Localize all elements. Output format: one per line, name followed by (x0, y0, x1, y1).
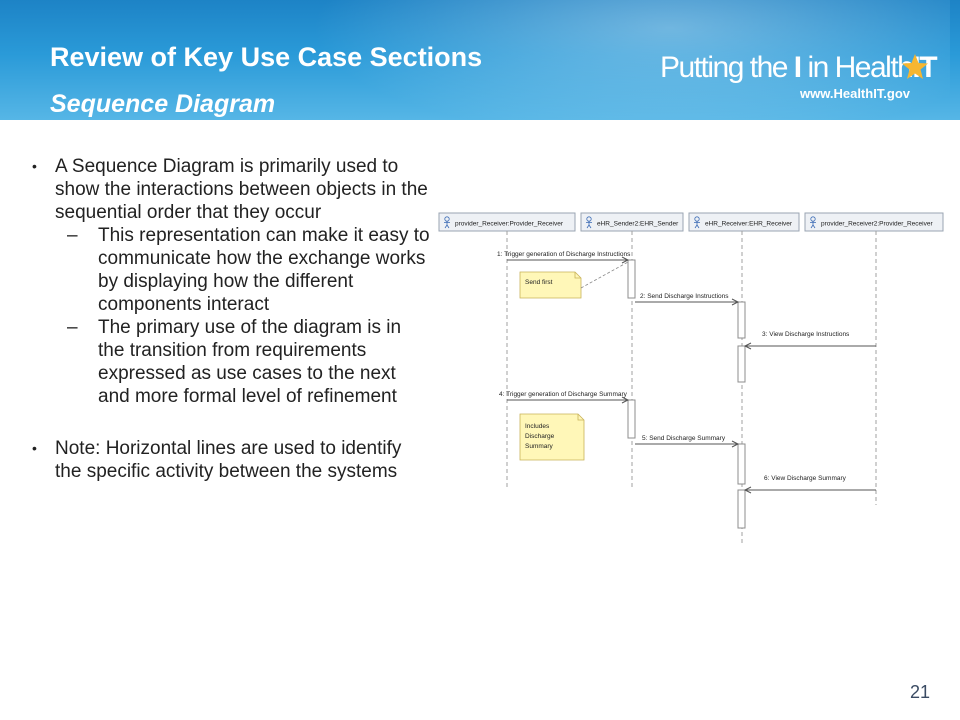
arrowhead (731, 440, 740, 448)
note-includes-discharge-summary: Includes Discharge Summary (519, 413, 585, 461)
note-text: Send first (525, 279, 553, 286)
lifeline-label: provider_Receiver2:Provider_Receiver (821, 221, 933, 228)
message-label: 5: Send Discharge Summary (642, 435, 726, 442)
bullet-item: • A Sequence Diagram is primarily used t… (30, 155, 430, 224)
sub-bullet-text: This representation can make it easy to … (98, 225, 430, 315)
activation-bar (737, 443, 746, 485)
arrowhead (743, 486, 752, 494)
lifeline-label: eHR_Receiver:EHR_Receiver (705, 221, 793, 228)
bullet-item: • Note: Horizontal lines are used to ide… (30, 437, 430, 483)
activation-bar (627, 399, 636, 439)
star-icon (902, 54, 928, 79)
note-text: Discharge (525, 433, 555, 440)
header-glow (250, 0, 950, 120)
note-text: Includes (525, 423, 550, 430)
logo-text-pre: Putting the (660, 51, 794, 84)
message-label: 4: Trigger generation of Discharge Summa… (499, 391, 628, 398)
lifeline-header-1: provider_Receiver:Provider_Receiver (438, 212, 576, 232)
arrowhead (621, 396, 630, 404)
bullet-dot: • (32, 158, 37, 174)
logo-text: Putting the I in HealthIT (660, 48, 938, 88)
sub-bullet-dash: – (67, 225, 78, 246)
lifeline-header-3: eHR_Receiver:EHR_Receiver (688, 212, 800, 232)
arrowhead (731, 298, 740, 306)
page-number: 21 (910, 682, 931, 702)
lifeline-header-2: eHR_Sender2:EHR_Sender (580, 212, 684, 232)
arrowhead (743, 342, 752, 350)
lifeline-label: provider_Receiver:Provider_Receiver (455, 221, 564, 228)
logo-text-i: I (793, 51, 802, 84)
logo-text-in: in Health (800, 51, 913, 84)
bullet-dot: • (32, 440, 37, 456)
activation-bar (737, 301, 746, 339)
activation-bar (737, 489, 746, 529)
activation-bar (627, 259, 636, 299)
sub-bullet-item: – The primary use of the diagram is in t… (30, 316, 430, 408)
lifeline-header-4: provider_Receiver2:Provider_Receiver (804, 212, 944, 232)
slide-title: Review of Key Use Case Sections (50, 42, 483, 72)
message-label: 2: Send Discharge Instructions (640, 293, 729, 300)
sequence-diagram: provider_Receiver:Provider_Receiver eHR_… (438, 212, 944, 545)
healthit-logo: Putting the I in HealthIT www.HealthIT.g… (660, 48, 940, 108)
header-banner: Review of Key Use Case Sections Sequence… (0, 0, 960, 120)
slide-subtitle: Sequence Diagram (50, 90, 276, 118)
message-label: 6: View Discharge Summary (764, 475, 847, 482)
note-send-first: Send first (519, 261, 629, 299)
activation-bar (737, 345, 746, 383)
note-text: Summary (525, 443, 554, 450)
message-label: 1: Trigger generation of Discharge Instr… (497, 251, 631, 258)
bullet-text: A Sequence Diagram is primarily used to … (55, 156, 428, 223)
bullet-text: Note: Horizontal lines are used to ident… (55, 438, 402, 482)
bullet-list: • A Sequence Diagram is primarily used t… (30, 155, 430, 483)
sub-bullet-dash: – (67, 317, 78, 338)
sub-bullet-item: – This representation can make it easy t… (30, 224, 430, 316)
logo-url: www.HealthIT.gov (800, 86, 911, 101)
message-label: 3: View Discharge Instructions (762, 331, 850, 338)
lifeline-label: eHR_Sender2:EHR_Sender (597, 221, 679, 228)
arrowhead (621, 256, 630, 264)
sub-bullet-text: The primary use of the diagram is in the… (98, 317, 402, 407)
